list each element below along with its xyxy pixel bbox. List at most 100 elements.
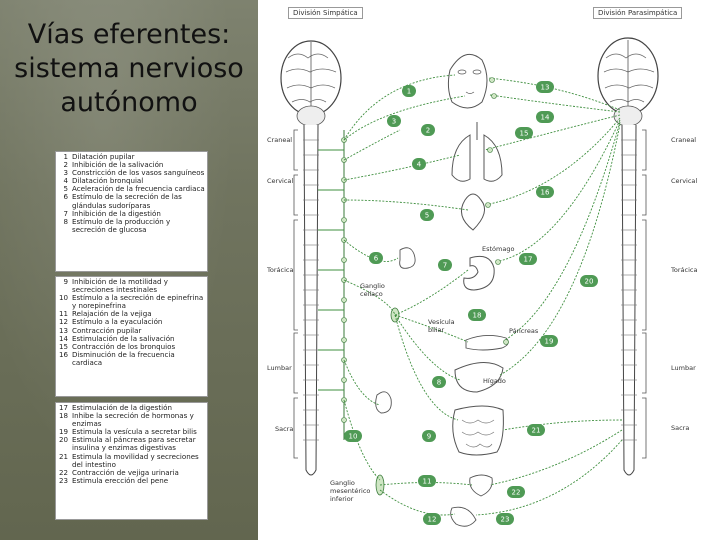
legend-text: Constricción de los vasos sanguíneos: [72, 168, 205, 178]
number-badge: 3: [387, 115, 401, 127]
badge-number: 3: [392, 118, 396, 126]
sympathetic-fibers: [343, 74, 473, 516]
legend-text: Contracción de los bronquios: [72, 341, 176, 351]
badge-number: 17: [524, 256, 533, 264]
number-badge: 16: [536, 186, 554, 198]
legend-number: 11: [58, 309, 68, 319]
region-brackets: [293, 129, 647, 459]
region-label-right-4: Sacra: [671, 424, 689, 432]
badge-number: 6: [374, 255, 379, 263]
region-label-right-2: Torácica: [670, 266, 697, 274]
legend-text: Estimula la vesícula a secretar bilis: [72, 427, 197, 437]
legend-number: 12: [58, 317, 68, 327]
number-badge: 5: [420, 209, 434, 221]
legend-number: 1: [63, 152, 68, 161]
legend-text: Estimula al páncreas para secretar insul…: [72, 435, 196, 453]
badge-shape: [496, 513, 514, 525]
title-panel: Vías eferentes: sistema nervioso autónom…: [0, 0, 258, 540]
badge-number: 11: [423, 478, 432, 486]
badge-shape: [412, 158, 426, 170]
badge-number: 10: [349, 433, 358, 441]
badge-number: 7: [443, 262, 447, 270]
badge-shape: [402, 85, 416, 97]
badge-number: 15: [520, 130, 529, 138]
number-badge: 12: [423, 513, 441, 525]
badge-shape: [536, 81, 554, 93]
number-badge: 1: [402, 85, 416, 97]
legend-number: 15: [58, 341, 68, 351]
region-label-left-1: Cervical: [267, 177, 293, 185]
number-badge: 7: [438, 259, 452, 271]
legend-text: Estímulo a la secreción de epinefrina y …: [72, 293, 204, 311]
badge-shape: [507, 486, 525, 498]
badge-number: 12: [428, 516, 437, 524]
label-ganglio-mesenterico-wrap: Ganglio mesentérico inferior: [330, 479, 371, 503]
legend-text: Contracción pupilar: [72, 325, 142, 335]
legend-number: 8: [63, 216, 68, 226]
label-ganglio-mesenterico: Ganglio mesentérico inferior: [330, 479, 371, 503]
number-badge: 20: [580, 275, 598, 287]
number-badge: 6: [369, 252, 383, 264]
legend-text: Estímulo a la eyaculación: [72, 317, 163, 327]
badge-shape: [527, 424, 545, 436]
badge-shape: [387, 115, 401, 127]
label-vesicula-wrap: Vesícula biliar: [428, 318, 455, 334]
number-badge: 4: [412, 158, 426, 170]
number-badge: 2: [421, 124, 435, 136]
badge-shape: [540, 335, 558, 347]
badge-shape: [438, 259, 452, 271]
right-brain: [597, 37, 659, 127]
number-badge: 18: [468, 309, 486, 321]
lungs: [451, 122, 503, 182]
bladder: [469, 474, 493, 497]
badge-number: 9: [427, 433, 431, 441]
badge-shape: [418, 475, 436, 487]
region-label-right-0: Craneal: [671, 136, 696, 144]
legend-number: 10: [58, 293, 68, 303]
badge-number: 4: [417, 161, 422, 169]
legend-number: 9: [63, 277, 68, 286]
parasympathetic-ganglia: [485, 77, 509, 345]
label-higado: Hígado: [483, 377, 506, 385]
left-brain: [280, 40, 342, 127]
badge-shape: [536, 111, 554, 123]
badge-number: 5: [425, 212, 429, 220]
badge-shape: [369, 252, 383, 264]
badge-number: 2: [426, 127, 430, 135]
number-badge: 17: [519, 253, 537, 265]
badge-number: 20: [585, 278, 594, 286]
legend-text: Estimula erección del pene: [72, 475, 169, 485]
legend-row: 3 Constricción de los vasos sanguíneos: [58, 169, 205, 177]
badge-number: 14: [541, 114, 550, 122]
legend-text: Inhibición de la digestión: [72, 208, 161, 218]
badge-shape: [580, 275, 598, 287]
legend-text: Inhibe la secreción de hormonas y enzima…: [72, 411, 194, 429]
genitals: [450, 506, 477, 527]
legend-text: Estimulación de la digestión: [72, 403, 172, 412]
number-badge: 9: [422, 430, 436, 442]
parasympathetic-fibers: [475, 77, 623, 516]
badge-number: 1: [407, 88, 411, 96]
number-badge: 22: [507, 486, 525, 498]
badge-shape: [432, 376, 446, 388]
number-badge: 13: [536, 81, 554, 93]
region-label-left-0: Craneal: [267, 136, 292, 144]
label-estomago: Estómago: [482, 245, 514, 253]
legend-number: 23: [58, 475, 68, 485]
badge-shape: [519, 253, 537, 265]
sympathetic-chain: [341, 130, 347, 440]
legend-number: 3: [63, 168, 68, 178]
